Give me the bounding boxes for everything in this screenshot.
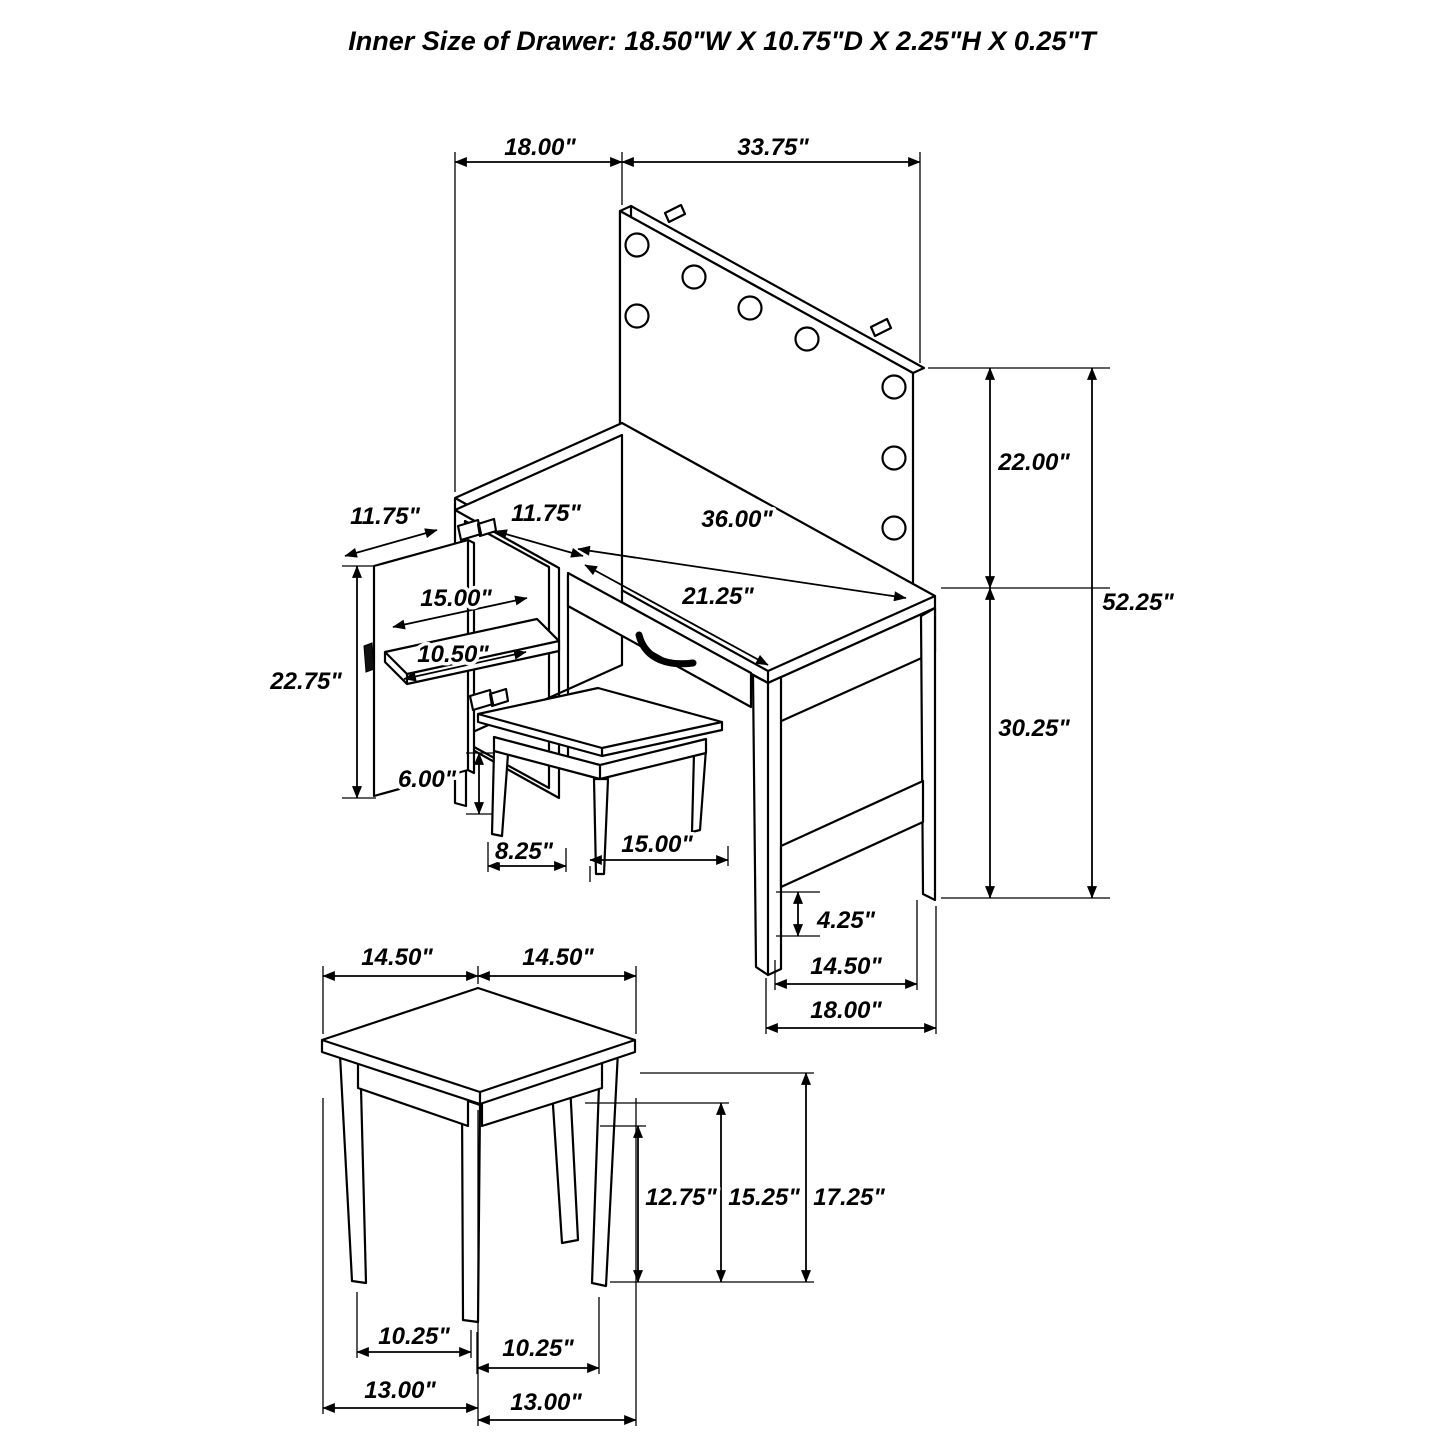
dim-stool-base-width: 13.00" (364, 1377, 436, 1404)
dim-door-width: 11.75" (350, 503, 420, 530)
light-bulb (881, 445, 907, 471)
dim-stool-base-depth: 13.00" (510, 1389, 582, 1416)
dim-stool-seat-depth: 14.50" (522, 944, 594, 971)
dim-base-depth: 18.00" (810, 997, 882, 1024)
stool-seat (320, 986, 637, 1106)
dim-desk-height: 30.25" (998, 715, 1070, 742)
light-bulb (624, 303, 650, 329)
dim-door-height: 22.75" (269, 668, 342, 695)
dim-knee-space-width: 15.00" (621, 831, 693, 858)
dim-line-shelf-width (392, 595, 528, 630)
under-stool-aprons (492, 735, 708, 781)
under-stool-seat (476, 686, 724, 758)
dim-stool-leg-span-width: 10.25" (378, 1323, 450, 1350)
dim-stool-leg-span-depth: 10.25" (502, 1335, 574, 1362)
dim-stool-clearance: 8.25" (495, 838, 554, 865)
dim-base-clearance: 6.00" (398, 766, 457, 793)
dim-desktop-width: 36.00" (701, 506, 773, 533)
light-bulb (737, 295, 763, 321)
dim-leg-spacing: 14.50" (810, 953, 882, 980)
dim-stretcher-height: 4.25" (816, 907, 876, 934)
dim-mirror-height: 22.00" (997, 449, 1070, 476)
leg-stretcher (779, 779, 925, 889)
dim-line-drawer-width (584, 564, 769, 666)
dim-overall-height: 52.25" (1102, 589, 1174, 616)
dim-stool-seat-width: 14.50" (361, 944, 433, 971)
light-bulb (881, 515, 907, 541)
light-bulb (881, 374, 907, 400)
mirror-clips (663, 203, 893, 338)
door-handle (363, 642, 375, 673)
dimension-labels: 18.00" 33.75" 22.00" 52.25" 30.25" 11.75… (266, 131, 1178, 1420)
stool-drawing (320, 986, 637, 1324)
dim-line-door-width (344, 528, 438, 558)
light-bulb (624, 232, 650, 258)
light-bulb (681, 264, 707, 290)
right-legs (751, 606, 937, 977)
dim-line-shelf-depth (403, 649, 527, 682)
dim-desk-depth-top: 18.00" (504, 134, 576, 161)
dim-stool-clearance-height: 12.75" (645, 1184, 717, 1211)
dim-stool-overall-height: 17.25" (813, 1184, 885, 1211)
dim-shelf-depth: 10.50" (417, 641, 489, 668)
dim-desktop-depth: 11.75" (511, 500, 581, 527)
dimension-lines (322, 157, 1097, 1425)
dim-line-desktop-depth (494, 529, 584, 558)
light-bulb (794, 326, 820, 352)
dim-shelf-width: 15.00" (420, 585, 492, 612)
diagram-title: Inner Size of Drawer: 18.50"W X 10.75"D … (348, 26, 1098, 56)
dim-stool-underseat-height: 15.25" (728, 1184, 800, 1211)
dim-mirror-width: 33.75" (737, 134, 809, 161)
dim-drawer-width: 21.25" (681, 583, 754, 610)
hinge-bottom (468, 687, 510, 712)
stool-legs (338, 1047, 620, 1324)
